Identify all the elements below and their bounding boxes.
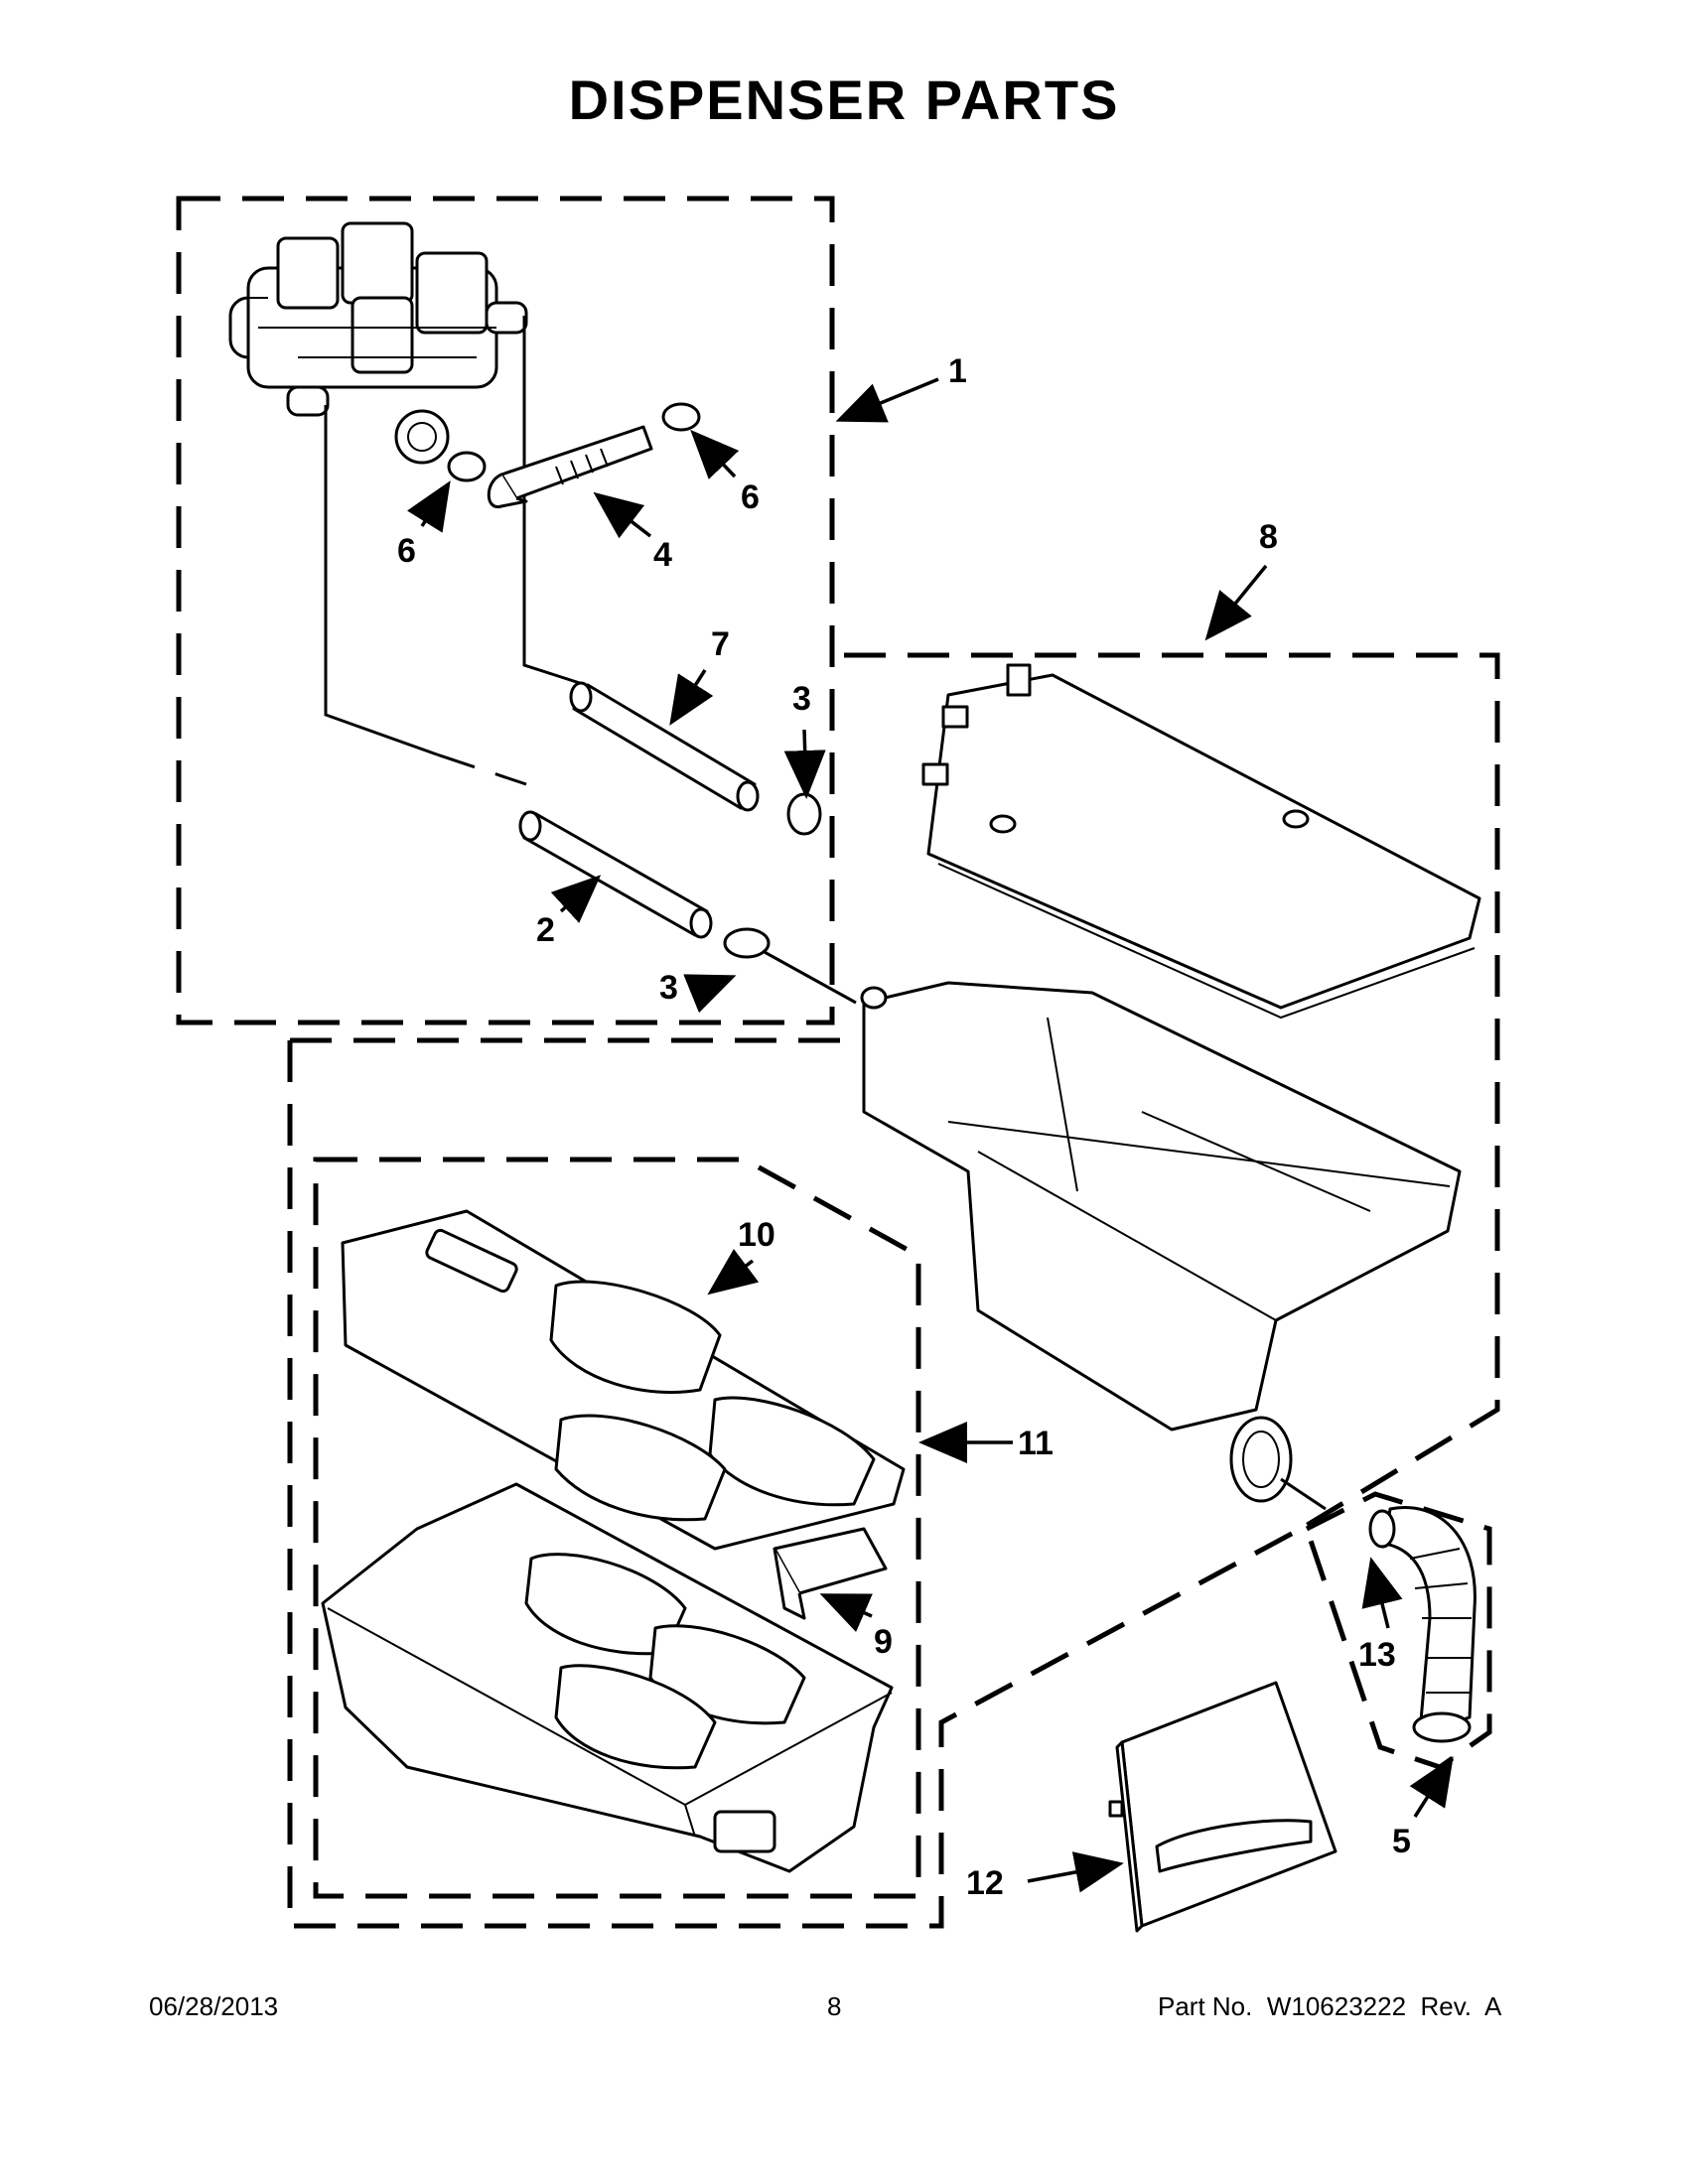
drawer-insert <box>341 1209 906 1551</box>
callout-12: 12 <box>966 1864 1004 1902</box>
callout-7: 7 <box>711 625 730 663</box>
callout-1: 1 <box>948 352 967 390</box>
callout-11: 11 <box>1018 1425 1054 1462</box>
callout-13: 13 <box>1358 1636 1396 1674</box>
callout-3a: 3 <box>792 680 811 718</box>
leader-7 <box>669 669 714 726</box>
footer-date: 06/28/2013 <box>149 1991 279 2021</box>
dispenser-housing <box>860 981 1462 1511</box>
group-box-drawer-inner <box>313 1157 921 1899</box>
leader-3b <box>683 974 737 1014</box>
hose-line-upper <box>522 316 587 687</box>
leader-12 <box>1027 1851 1124 1893</box>
hose-clamp-right <box>661 402 701 432</box>
tube-lower <box>518 810 713 939</box>
leader-8 <box>1204 564 1268 641</box>
leader-10 <box>707 1249 760 1296</box>
callout-4: 4 <box>653 536 672 574</box>
leader-6b <box>690 429 740 479</box>
tube-clamp-upper <box>786 792 822 836</box>
hose-line-lower-dash <box>436 752 527 786</box>
callout-2: 2 <box>536 911 555 949</box>
page-title: DISPENSER PARTS <box>568 68 1120 131</box>
bent-hose <box>487 425 653 508</box>
callout-3b: 3 <box>659 969 678 1007</box>
leader-1 <box>835 377 939 423</box>
footer-page-number: 8 <box>827 1991 842 2021</box>
leader-9 <box>819 1593 873 1633</box>
leader-2 <box>550 875 602 923</box>
dispenser-drawer <box>321 1482 894 1873</box>
drawer-handle <box>1108 1681 1337 1933</box>
siphon-cap <box>773 1527 888 1620</box>
leader-4 <box>593 491 652 539</box>
group-box-dispenser-drawer <box>287 1037 1303 1929</box>
callout-6b: 6 <box>741 478 760 516</box>
dispenser-lid <box>921 663 1481 1020</box>
tube-clamp-lower <box>723 927 771 959</box>
callout-5: 5 <box>1392 1823 1411 1860</box>
group-box-valve-assembly <box>176 196 835 1025</box>
leader-3a <box>783 729 826 799</box>
leader-5 <box>1409 1756 1454 1818</box>
callout-6a: 6 <box>397 532 416 570</box>
callout-9: 9 <box>874 1623 893 1661</box>
footer-part-number: Part No. W10623222 Rev. A <box>1158 1991 1502 2021</box>
group-box-dispenser-housing <box>844 652 1500 1532</box>
hose-clamp-left <box>447 451 487 482</box>
hose-line-lower <box>324 405 438 756</box>
leader-13 <box>1361 1557 1403 1629</box>
group-box-elbow-hose <box>1304 1491 1492 1770</box>
tube-upper <box>569 681 760 812</box>
water-valve-assembly <box>228 221 528 465</box>
elbow-hose <box>1368 1506 1477 1743</box>
callout-10: 10 <box>738 1216 775 1254</box>
leader-6a <box>406 480 451 533</box>
callout-8: 8 <box>1259 518 1278 556</box>
